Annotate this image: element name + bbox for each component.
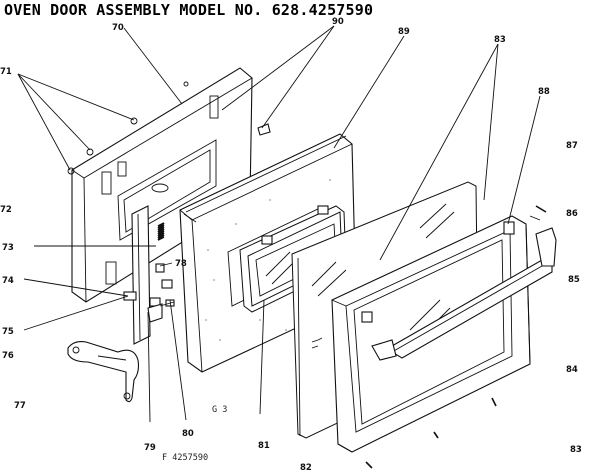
label-81: 81	[258, 441, 270, 451]
part-labels: 70 71 72 73 74 75 76 77 78 79 80 81 82 8…	[0, 17, 582, 473]
label-86: 86	[566, 209, 578, 219]
label-87: 87	[566, 141, 578, 151]
screws-71	[67, 81, 189, 175]
label-89: 89	[398, 27, 410, 37]
bottom-screws	[311, 339, 497, 469]
label-80: 80	[182, 429, 194, 439]
hinge-assembly	[123, 205, 175, 345]
drawing-mark: G 3	[212, 405, 227, 415]
inner-door-panel	[71, 67, 253, 303]
label-78: 78	[175, 259, 187, 269]
label-74: 74	[2, 276, 14, 286]
label-85: 85	[568, 275, 580, 285]
label-75: 75	[2, 327, 14, 337]
label-90: 90	[332, 17, 344, 27]
label-83: 83	[494, 35, 506, 45]
label-77: 77	[14, 401, 26, 411]
label-88: 88	[538, 87, 550, 97]
drawing-code: F 4257590	[162, 453, 208, 463]
label-82: 82	[300, 463, 312, 473]
door-handle	[371, 227, 557, 361]
label-70: 70	[112, 23, 124, 33]
diagram-title: OVEN DOOR ASSEMBLY MODEL NO. 628.4257590	[4, 1, 373, 19]
label-72: 72	[0, 205, 12, 215]
leader-lines	[17, 25, 541, 423]
screw-87	[529, 205, 547, 221]
label-71: 71	[0, 67, 12, 77]
label-76: 76	[2, 351, 14, 361]
screw-90	[257, 123, 271, 136]
label-84: 84	[566, 365, 578, 375]
label-79: 79	[144, 443, 156, 453]
label-73: 73	[2, 243, 14, 253]
label-83-second: 83	[570, 445, 582, 455]
hinge-lever	[67, 341, 140, 403]
